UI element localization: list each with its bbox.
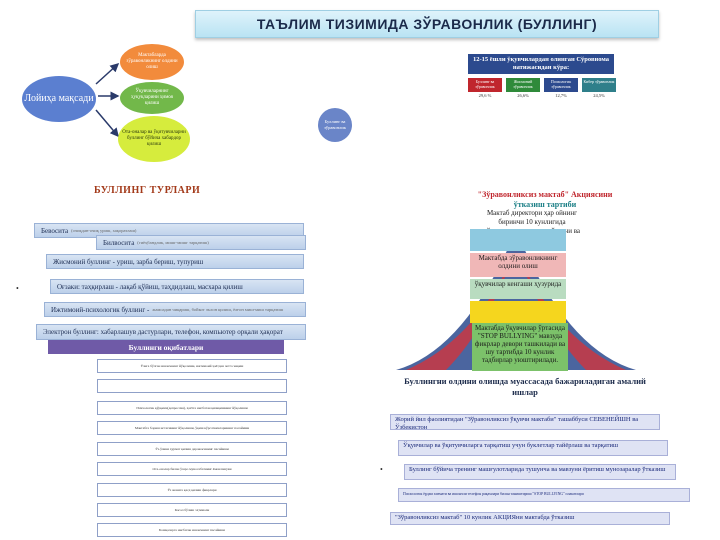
goal-bubble-3: Ота-оналар ва ўқитувчиларни буллинг бўйи… bbox=[118, 116, 190, 162]
type-row-physical: Жисмоний буллинг - уриш, зарба бериш, ту… bbox=[46, 254, 304, 269]
survey-value-4: 24,5% bbox=[593, 93, 605, 98]
consequence-item: Ўз-ўзини ҳурмат қилиш даражасининг пасай… bbox=[97, 442, 287, 456]
survey-cell-1: Буллинг ва зўравонлик bbox=[468, 78, 502, 92]
bullet-dot: • bbox=[380, 465, 383, 474]
type-label: Оғзаки: таҳқирлаш - лақаб қўйиш, таҳдидл… bbox=[57, 282, 243, 291]
measure-item: Ўқувчилар ва ўқитувчиларга тарқатиш учун… bbox=[398, 440, 668, 456]
consequence-item: Ота-оналар билан ўзаро муносабатнинг ёмо… bbox=[97, 462, 287, 476]
type-label: Бевосита bbox=[41, 226, 69, 235]
page-title: ТАЪЛИМ ТИЗИМИДА ЗЎРАВОНЛИК (БУЛЛИНГ) bbox=[195, 10, 659, 38]
consequence-item: Ўз жонига қасд қилиш фикрлари bbox=[97, 483, 287, 497]
measures-title: Буллингни олдини олишда муассасада бажар… bbox=[404, 376, 646, 397]
action-step-2: ўқувчилар кенгаши ҳузурида bbox=[470, 279, 566, 299]
action-title: "Зўравонликсиз мактаб" Акциясини bbox=[477, 190, 613, 199]
measure-item: Буллинг бўйича тренинг машғулотларида ту… bbox=[404, 464, 676, 480]
survey-value-3: 12,7% bbox=[555, 93, 567, 98]
survey-value-2: 26,6% bbox=[517, 93, 529, 98]
side-bubble: Буллинг ва зўравонлик bbox=[318, 108, 352, 142]
survey-cell-2: Жисмоний зўравонлик bbox=[506, 78, 540, 92]
action-box-yellow bbox=[470, 301, 566, 323]
type-label: Ижтимоий-психологик буллинг - bbox=[51, 305, 150, 314]
type-row-electronic: Электрон буллинг: хабарлашув дастурлари,… bbox=[36, 324, 306, 340]
action-pyramid bbox=[396, 230, 636, 370]
bullet-dot: • bbox=[16, 284, 19, 293]
survey-title: 12-15 ёшли ўқувчилардан олинган Сўровном… bbox=[468, 54, 614, 74]
consequence-item: Ўзига бўлган ишончнинг йўқолиши, ижтимои… bbox=[97, 359, 287, 373]
consequence-item: Бошқаларга нисбатан ишончнинг пасайиши bbox=[97, 523, 287, 537]
type-label: Электрон буллинг: хабарлашув дастурлари,… bbox=[43, 328, 283, 336]
consequences-heading: Буллинги оқибатлари bbox=[48, 340, 284, 354]
goal-arrows bbox=[95, 62, 120, 138]
type-label: Билвосита bbox=[103, 238, 135, 247]
survey-cell-3: Психологик зўравонлик bbox=[544, 78, 578, 92]
action-box-blue bbox=[470, 229, 566, 251]
goal-bubble-2: Ўқувчиларнинг ҳуқуқларини ҳимоя қилиш bbox=[120, 82, 184, 114]
measure-item: Психологик ёрдам хизмати ва ишончли теле… bbox=[398, 488, 690, 502]
consequence-item: Касал бўлиш эҳтимоли bbox=[97, 503, 287, 517]
survey-cell-4: Кибер зўравонлик bbox=[582, 78, 616, 92]
type-note: жамоадан чиқариш, бойкот эълон қилиш, ёл… bbox=[152, 307, 284, 312]
types-heading: БУЛЛИНГ ТУРЛАРИ bbox=[94, 185, 201, 196]
action-step-3: Мактабда ўқувчилар ўртасида "STOP BULLYI… bbox=[472, 323, 568, 371]
type-label: Жисмоний буллинг - уриш, зарба бериш, ту… bbox=[53, 257, 204, 266]
consequence-item: Психологик қўрқинч(депрессия), ҳаётга ни… bbox=[97, 401, 287, 415]
action-subtitle: ўтказиш тартиби bbox=[513, 200, 577, 209]
consequence-item bbox=[97, 379, 287, 393]
consequence-item: Мактабга бориш истагининг йўқолиши, ўқиш… bbox=[97, 421, 287, 435]
action-step-1: Мактабда зўравонликнинг олдини олиш bbox=[470, 253, 566, 277]
goal-bubble-1: Мактабларда зўравонликнинг олдини олиш bbox=[120, 44, 184, 80]
goal-ellipse: Лойиҳа мақсади bbox=[22, 76, 96, 122]
type-note: (гиёҳбандлик, мишг-мишг тарқатиш) bbox=[137, 240, 209, 245]
type-row-social: Ижтимоий-психологик буллинг -жамоадан чи… bbox=[44, 302, 306, 317]
type-row-verbal: Оғзаки: таҳқирлаш - лақаб қўйиш, таҳдидл… bbox=[50, 279, 304, 294]
measure-item: Жорий йил фаолиятидан "Зўравонликсиз ўқу… bbox=[390, 414, 660, 431]
measure-item: "Зўравонликсиз мактаб" 10 кунлик АКЦИЯни… bbox=[390, 512, 670, 525]
type-note: (очиқдан-очиқ уриш, хақоратлаш) bbox=[71, 228, 137, 233]
survey-value-1: 29,6 % bbox=[478, 93, 492, 98]
type-row-indirect: Билвосита(гиёҳбандлик, мишг-мишг тарқати… bbox=[96, 235, 306, 250]
